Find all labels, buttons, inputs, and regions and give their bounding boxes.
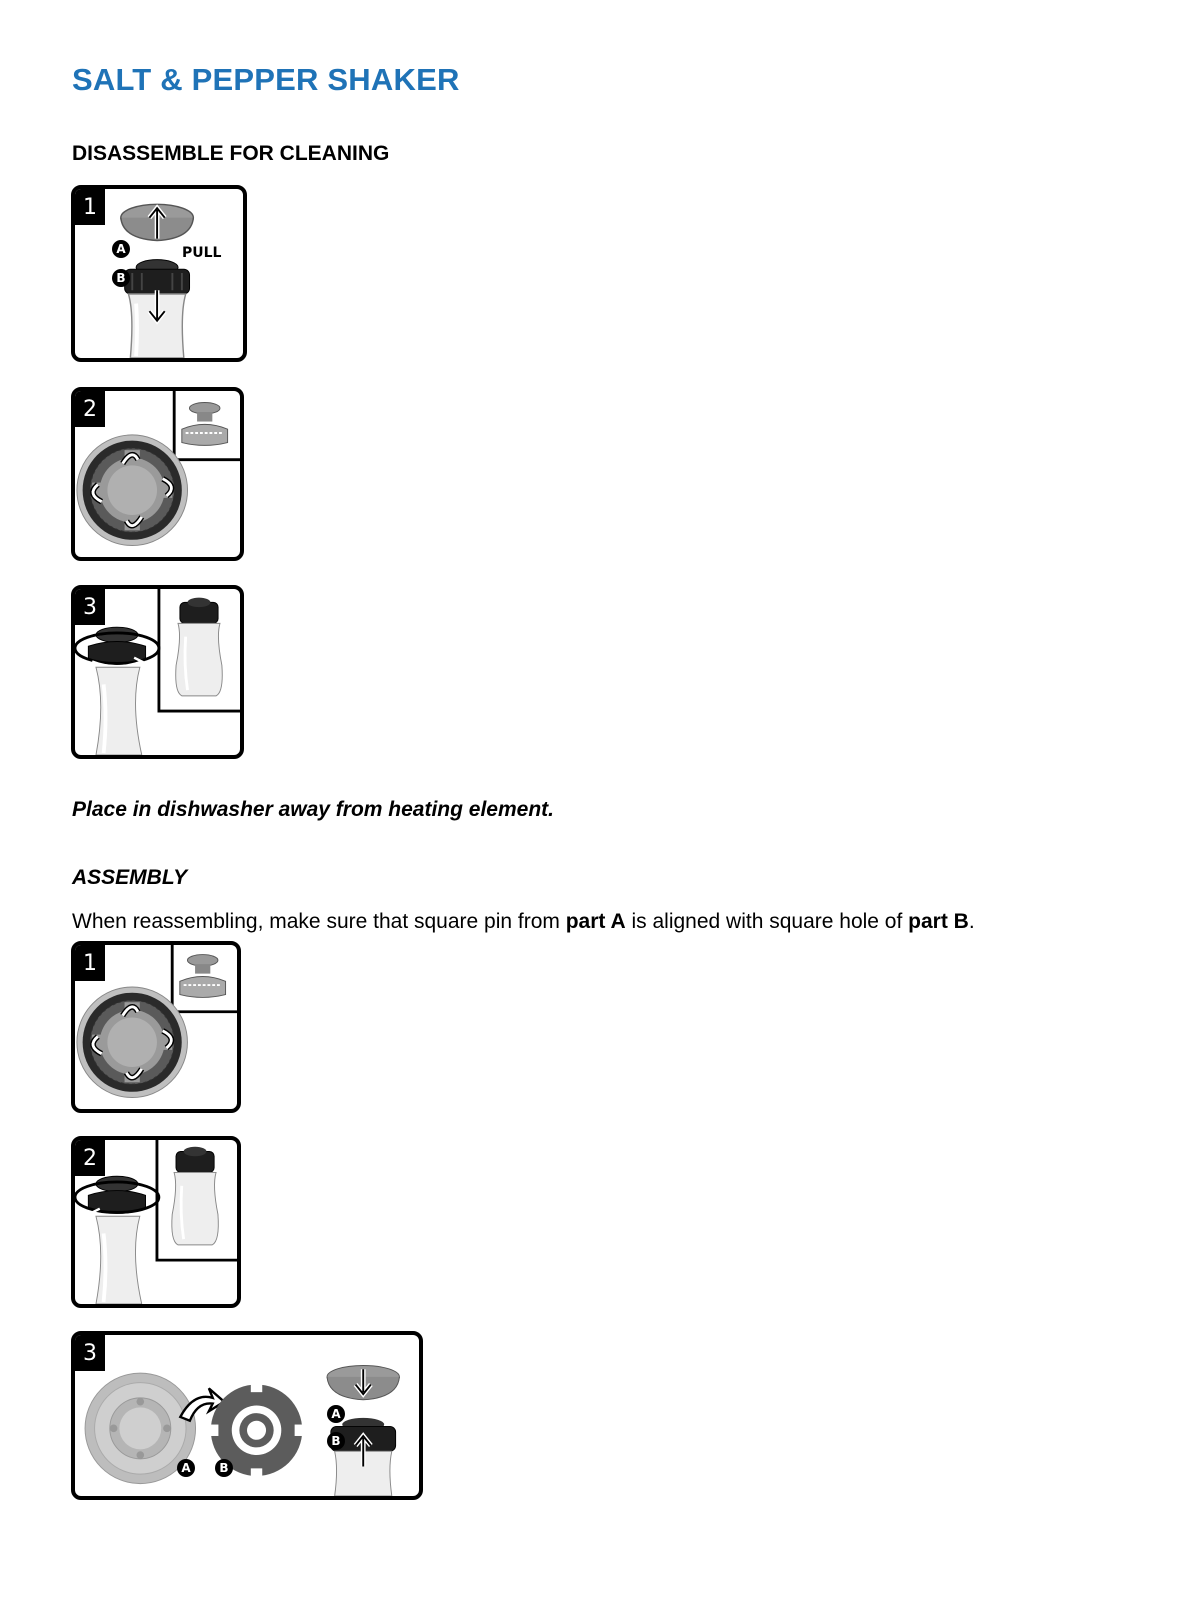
shaker-pull-apart-illustration bbox=[120, 203, 195, 358]
disassemble-step-1-illustration: 1 A B PULL bbox=[71, 185, 247, 362]
step-number-badge: 2 bbox=[75, 1140, 105, 1176]
document-title: SALT & PEPPER SHAKER bbox=[72, 62, 460, 97]
part-a-label: A bbox=[327, 1405, 345, 1423]
part-a-reference: part A bbox=[565, 910, 626, 933]
pull-label: PULL bbox=[182, 245, 222, 261]
disassemble-step-3-illustration: 3 bbox=[71, 585, 244, 759]
assembly-heading: ASSEMBLY bbox=[72, 866, 188, 889]
step-number-badge: 3 bbox=[75, 1335, 105, 1371]
instruction-text: . bbox=[968, 910, 975, 933]
part-b-reference: part B bbox=[908, 910, 969, 933]
disassemble-step-2-illustration: 2 bbox=[71, 387, 244, 561]
assembly-step-1-illustration: 1 bbox=[71, 941, 241, 1113]
disassemble-heading: DISASSEMBLE FOR CLEANING bbox=[72, 142, 390, 165]
part-b-label: B bbox=[327, 1432, 345, 1450]
assembly-instruction: When reassembling, make sure that square… bbox=[72, 910, 1172, 934]
assembly-step-3-illustration: 3 A B A B bbox=[71, 1331, 423, 1500]
instruction-text: When reassembling, make sure that square… bbox=[72, 910, 566, 933]
assembly-step-2-illustration: 2 bbox=[71, 1136, 241, 1308]
part-b-label: B bbox=[112, 269, 130, 287]
part-a-label: A bbox=[177, 1459, 195, 1477]
screw-ring-illustration bbox=[75, 1140, 237, 1304]
step-number-badge: 2 bbox=[75, 391, 105, 427]
part-b-label: B bbox=[215, 1459, 233, 1477]
align-parts-illustration bbox=[84, 1365, 400, 1496]
grinder-twist-illustration bbox=[76, 391, 240, 547]
step-number-badge: 1 bbox=[75, 189, 105, 225]
part-a-label: A bbox=[112, 240, 130, 258]
step-number-badge: 1 bbox=[75, 945, 105, 981]
step-number-badge: 3 bbox=[75, 589, 105, 625]
grinder-twist-illustration bbox=[76, 945, 237, 1098]
dishwasher-note: Place in dishwasher away from heating el… bbox=[72, 798, 554, 821]
instruction-text: is aligned with square hole of bbox=[625, 910, 909, 933]
unscrew-ring-illustration bbox=[75, 589, 240, 755]
